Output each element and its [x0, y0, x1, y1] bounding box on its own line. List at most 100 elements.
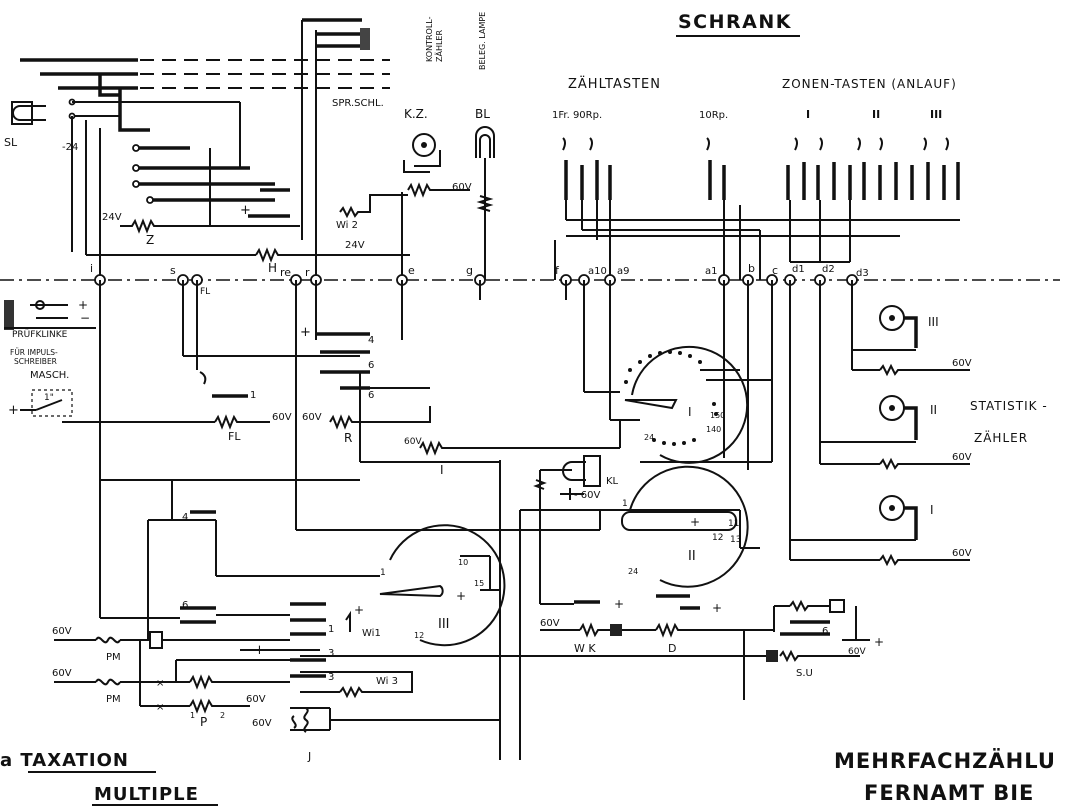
wi2-label: Wi 2: [336, 220, 358, 231]
impulse-contact: +: [8, 389, 215, 423]
statistik-label-2: ZÄHLER: [974, 430, 1028, 445]
sel-iii-15: 15: [474, 579, 484, 588]
pm-label-b: PM: [106, 694, 121, 705]
bus-node-d1: d1: [792, 264, 805, 275]
h-coil: [255, 247, 410, 263]
bus-node-d3: d3: [856, 268, 869, 279]
sw-label-3b: 3: [328, 672, 334, 683]
bus-node-i: i: [90, 262, 93, 275]
v60-label-e: 60V: [52, 626, 72, 637]
z-coil: [120, 218, 170, 234]
header-title: SCHRANK: [678, 11, 792, 33]
selector-iii: +: [215, 460, 506, 760]
p2-label: 2: [220, 711, 225, 720]
v60-label-d: 60V: [404, 437, 422, 447]
bus-node-re: re: [280, 266, 291, 279]
bus-node-a1: a1: [705, 266, 718, 277]
footer-left-1: a TAXATION: [0, 750, 129, 771]
pruefklinke-label: PRÜFKLINKE: [12, 329, 68, 340]
bus-node-a10: a10: [588, 266, 607, 277]
z-label: Z: [146, 233, 154, 247]
j-label: J: [307, 750, 311, 763]
svg-text:+: +: [712, 601, 722, 615]
statistik-iii-label: III: [928, 315, 939, 329]
pm-label-a: PM: [106, 652, 121, 663]
sel-ii-24: 24: [628, 567, 638, 576]
p-label: P: [200, 715, 207, 729]
sel-ii-1: 1: [622, 499, 628, 509]
wi1-label: Wi1: [362, 628, 381, 639]
svg-text:+: +: [690, 515, 700, 529]
zone-iii-label: III: [930, 108, 942, 121]
svg-text:+: +: [874, 635, 884, 649]
pruefklinke: + −: [4, 298, 96, 330]
selector-i-contacts: [624, 350, 718, 446]
selector-iii-label: III: [438, 617, 450, 632]
bus-node-a9: a9: [617, 266, 630, 277]
svg-text:×: ×: [156, 702, 164, 713]
svg-text:+: +: [300, 325, 311, 340]
j-relay: [290, 707, 500, 733]
selector-i: [583, 280, 773, 464]
wi2-coil: [339, 194, 408, 219]
svg-text:×: ×: [156, 678, 164, 689]
connecting-wires: [99, 280, 749, 760]
schreiber-label: SCHREIBER: [14, 357, 57, 366]
bus-node-r: r: [305, 266, 310, 279]
sel-i-24: 24: [644, 433, 654, 442]
v60-label-a: 60V: [452, 182, 472, 193]
minus60-label: - 60V: [574, 490, 601, 501]
rp10-label: 10Rp.: [699, 110, 728, 121]
key-bus-wires: [554, 200, 960, 280]
bus-node-e: e: [408, 264, 415, 277]
footer-left-2: MULTIPLE: [94, 784, 199, 805]
svg-text:−: −: [80, 311, 90, 325]
r-label: R: [344, 431, 352, 445]
su-label: S.U: [796, 668, 813, 679]
wi3-label: Wi 3: [376, 676, 398, 687]
v60-label-g: 60V: [246, 694, 266, 705]
sl-label: SL: [4, 136, 18, 149]
sel-ii-12: 12: [712, 533, 723, 543]
zonentasten-label: ZONEN-TASTEN (ANLAUF): [782, 77, 957, 91]
sel-i-140: 140: [706, 425, 721, 434]
sw-label-1a: 1: [250, 390, 256, 401]
wi3-coil: [300, 671, 413, 699]
statistik-v60-c: 60V: [952, 548, 972, 559]
bus-node-d2: d2: [822, 264, 835, 275]
beleg-lampe-label: BELEG. LAMPE: [478, 12, 487, 70]
contact-stack-a: +: [132, 144, 290, 218]
zone-ii-label: II: [872, 108, 880, 121]
v60-label-c: 60V: [302, 412, 322, 423]
i-coil: [419, 440, 620, 456]
p-relay: ×: [139, 640, 250, 714]
sw-label-3a: 3: [328, 648, 334, 659]
top-spring-stack: [301, 18, 370, 280]
zaehler-label: ZÄHLER: [434, 30, 444, 62]
fr90-label: 1Fr. 90Rp.: [552, 110, 602, 121]
bus-node-b: b: [748, 262, 755, 275]
zaehltasten-keys: [562, 137, 726, 280]
contact-stack-b: +: [182, 280, 600, 531]
sw-label-4a: 4: [368, 335, 374, 346]
kz-label: K.Z.: [404, 107, 428, 121]
d-relay: +: [655, 594, 774, 700]
speech-key-stack: [20, 58, 390, 252]
svg-text:+: +: [456, 589, 466, 603]
p1-label: 1: [190, 711, 195, 720]
bl-label: BL: [475, 107, 490, 121]
selector-ii: +: [599, 465, 760, 588]
i-relay-label: I: [440, 463, 444, 477]
bus-node-s: s: [170, 264, 176, 277]
sel-iii-1: 1: [380, 568, 386, 578]
svg-text:+: +: [240, 203, 251, 218]
zonentasten-keys: [786, 137, 960, 200]
wk-relay: +: [540, 597, 656, 638]
v60-label-h: 60V: [252, 718, 272, 729]
minus24-label: -24: [62, 142, 78, 153]
one-sec-label: 1": [44, 393, 54, 403]
v24-label-b: 24V: [345, 240, 365, 251]
v60-label-b: 60V: [272, 412, 292, 423]
svg-text:+: +: [354, 603, 364, 617]
